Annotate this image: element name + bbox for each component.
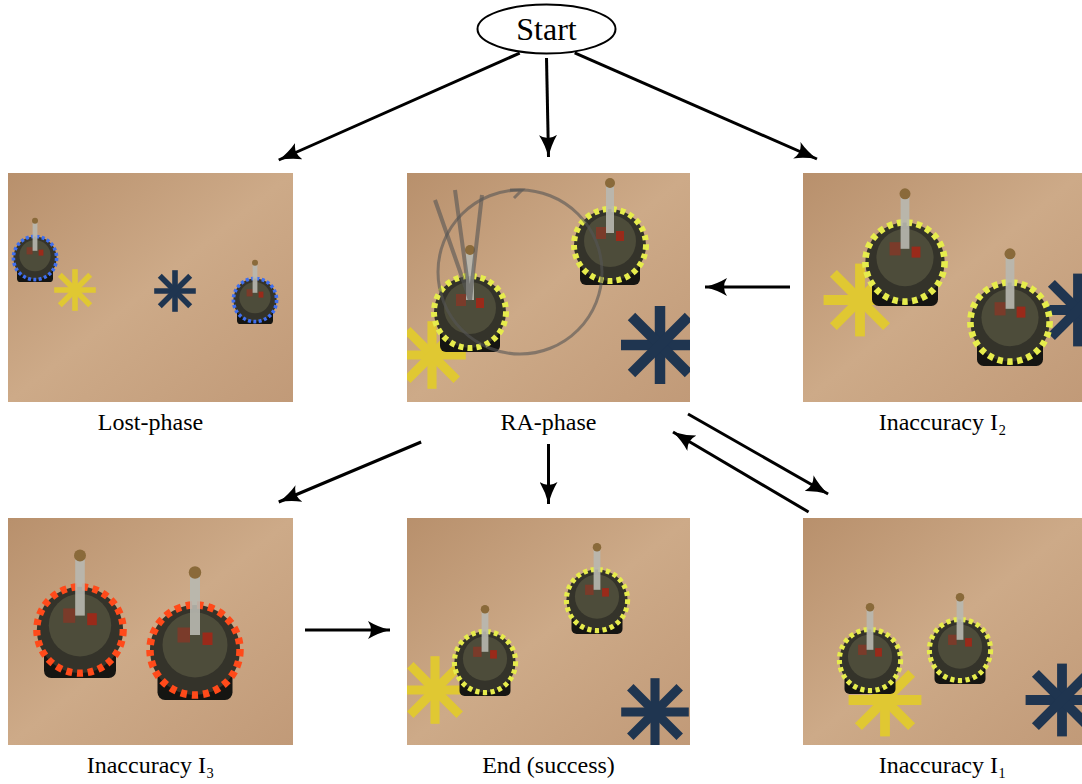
- ellipse-shape: [478, 5, 616, 54]
- phase-caption: Inaccuracy I₃: [8, 751, 293, 779]
- phase-caption: RA-phase: [407, 408, 690, 436]
- phase-caption: Lost-phase: [8, 408, 293, 436]
- start-label: Start: [516, 11, 576, 47]
- photo-node: RA-phase: [407, 173, 690, 436]
- photo-end: [407, 518, 690, 745]
- arrow-connector: [547, 58, 549, 157]
- photo-i1: [803, 518, 1082, 745]
- phase-caption: Inaccuracy I₁: [803, 751, 1082, 779]
- arrow-connector: [673, 432, 809, 512]
- photo-i3: [8, 518, 293, 745]
- phase-caption: End (success): [407, 751, 690, 779]
- start-ellipse: Start: [476, 3, 617, 55]
- photo-i2: [803, 173, 1082, 402]
- photo-node: Inaccuracy I₂: [803, 173, 1082, 436]
- photo-node: Lost-phase: [8, 173, 293, 436]
- photo-lost: [8, 173, 293, 402]
- arrow-connector: [705, 286, 790, 289]
- arrow-connector: [305, 629, 390, 632]
- phase-caption: Inaccuracy I₂: [803, 408, 1082, 436]
- arrow-connector: [547, 444, 550, 504]
- photo-node: Inaccuracy I₃: [8, 518, 293, 779]
- photo-ra: [407, 173, 690, 402]
- arrow-connector: [279, 442, 421, 502]
- arrow-connector: [279, 53, 520, 160]
- photo-node: End (success): [407, 518, 690, 779]
- photo-node: Inaccuracy I₁: [803, 518, 1082, 779]
- arrow-connector: [575, 53, 817, 159]
